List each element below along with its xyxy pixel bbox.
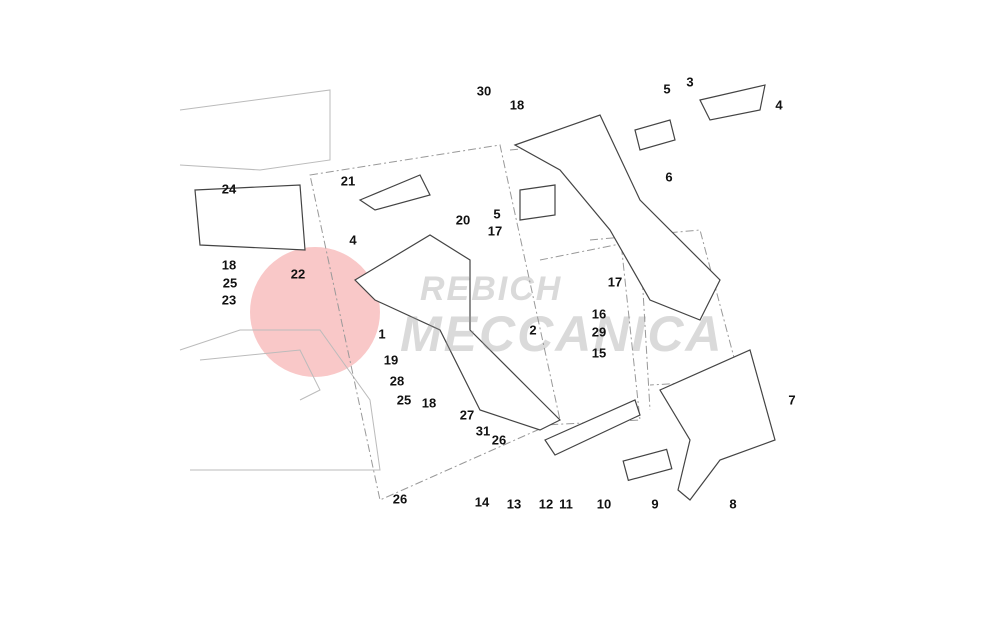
part-label: 31 [475, 423, 491, 439]
part-label: 3 [686, 74, 694, 90]
part-label: 26 [491, 432, 507, 448]
part-label: 1 [378, 326, 386, 342]
part-label: 18 [421, 395, 437, 411]
background-bike-outline [179, 89, 381, 471]
part-label: 17 [487, 223, 503, 239]
part-label: 16 [591, 306, 607, 322]
part-label: 20 [455, 212, 471, 228]
part-label: 4 [775, 97, 783, 113]
part-label: 15 [591, 345, 607, 361]
part-label: 28 [389, 373, 405, 389]
part-label: 11 [559, 496, 573, 512]
part-label: 26 [392, 491, 408, 507]
part-label: 8 [729, 496, 737, 512]
part-label: 29 [591, 324, 607, 340]
part-label: 22 [290, 266, 306, 282]
rubber-grommet-right [634, 119, 676, 151]
part-label: 9 [651, 496, 659, 512]
bracket [544, 399, 641, 456]
turn-signal-left [358, 174, 431, 211]
part-label: 7 [788, 392, 796, 408]
part-label: 25 [222, 275, 238, 291]
rear-frame [513, 114, 721, 321]
part-label: 13 [506, 496, 522, 512]
part-label: 23 [221, 292, 237, 308]
parts-outline [194, 84, 776, 501]
part-label: 10 [596, 496, 612, 512]
watermark-logo-circle [250, 247, 380, 377]
part-label: 27 [459, 407, 475, 423]
part-label: 18 [221, 257, 237, 273]
part-label: 18 [509, 97, 525, 113]
watermark-text-1: REBICH [420, 270, 563, 308]
tail-light [194, 184, 306, 251]
part-label: 5 [493, 206, 501, 222]
mudguard [354, 234, 562, 431]
part-label: 17 [607, 274, 623, 290]
part-label: 19 [383, 352, 399, 368]
part-label: 12 [538, 496, 554, 512]
part-label: 21 [340, 173, 356, 189]
part-label: 2 [529, 322, 537, 338]
part-label: 25 [396, 392, 412, 408]
part-label: 6 [665, 169, 673, 185]
part-label: 30 [476, 83, 492, 99]
turn-signal-right [699, 84, 766, 121]
plate-holder [659, 349, 776, 501]
part-label: 5 [663, 81, 671, 97]
part-label: 14 [474, 494, 490, 510]
watermark-text-2: MECCANICA [400, 306, 724, 362]
part-label: 4 [349, 232, 357, 248]
part-label: 24 [221, 181, 237, 197]
reflector [622, 448, 673, 482]
rubber-grommet-left [519, 184, 556, 221]
